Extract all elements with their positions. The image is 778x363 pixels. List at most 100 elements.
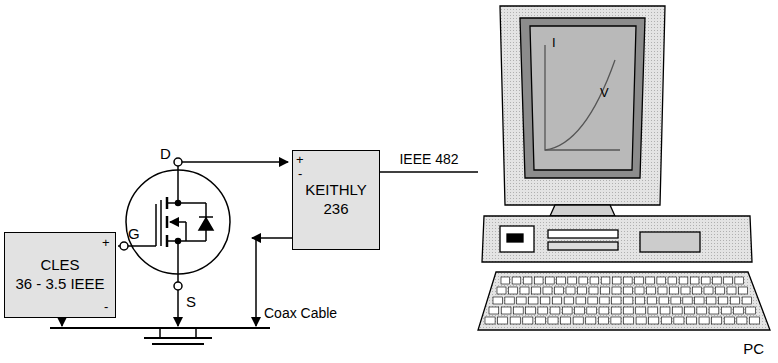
bus-cable	[380, 171, 478, 173]
terminal-label: D	[160, 146, 171, 161]
key	[735, 277, 744, 284]
key	[657, 277, 666, 284]
body-diode	[199, 216, 213, 218]
key	[546, 277, 555, 284]
key	[679, 277, 688, 284]
monitor-screen	[530, 26, 636, 170]
key	[686, 317, 696, 324]
body-link	[185, 222, 187, 241]
keyboard-keys	[485, 277, 760, 324]
source-lead	[177, 241, 179, 282]
key	[588, 297, 597, 304]
key	[737, 317, 747, 324]
gate-lead	[155, 204, 157, 246]
polarity-sign: +	[102, 236, 110, 249]
key	[713, 277, 722, 284]
key	[647, 287, 656, 294]
key	[674, 317, 684, 324]
node-text: CLES	[40, 256, 79, 275]
key	[599, 307, 609, 314]
node-text: 236	[323, 200, 348, 219]
plot-axes	[545, 45, 620, 150]
key	[578, 287, 587, 294]
key	[529, 297, 538, 304]
key	[660, 307, 670, 314]
computer: PC	[478, 4, 774, 332]
key	[746, 307, 756, 314]
keyboard	[478, 272, 770, 330]
key	[520, 287, 529, 294]
key	[730, 297, 739, 304]
node-text: 36 - 3.5 IEEE	[15, 275, 104, 294]
key	[697, 307, 707, 314]
key	[493, 297, 502, 304]
key	[635, 277, 644, 284]
body-arrow	[170, 221, 186, 223]
key	[690, 277, 699, 284]
key	[575, 307, 585, 314]
key	[635, 287, 644, 294]
key	[510, 317, 520, 324]
key	[523, 277, 532, 284]
key	[658, 287, 667, 294]
key	[624, 277, 633, 284]
key	[532, 287, 541, 294]
system-unit	[482, 216, 752, 262]
plot-curve	[545, 60, 615, 150]
key	[624, 307, 634, 314]
key	[636, 307, 646, 314]
polarity-sign: -	[104, 300, 108, 313]
key	[707, 297, 716, 304]
key	[704, 287, 713, 294]
power-supply-box: CLES36 - 3.5 IEEE	[4, 232, 116, 318]
key	[635, 297, 644, 304]
key	[701, 277, 710, 284]
key	[513, 307, 523, 314]
junction-dot	[176, 201, 181, 206]
key	[568, 277, 577, 284]
key	[709, 307, 719, 314]
key	[586, 317, 596, 324]
key	[501, 307, 511, 314]
key	[611, 307, 621, 314]
key	[624, 297, 633, 304]
source-wire	[177, 290, 179, 326]
body-diode	[199, 218, 213, 230]
key	[649, 317, 659, 324]
drain-wire	[182, 161, 288, 163]
key	[699, 317, 709, 324]
cable-label: Coax Cable	[264, 306, 337, 320]
key	[601, 277, 610, 284]
monitor-stand	[550, 205, 615, 216]
key	[579, 277, 588, 284]
gate-terminal	[120, 242, 128, 250]
key	[543, 287, 552, 294]
key	[587, 307, 597, 314]
key	[509, 287, 518, 294]
terminal-label: S	[186, 294, 196, 309]
key	[727, 287, 736, 294]
key	[598, 317, 608, 324]
panel	[640, 232, 700, 252]
monitor-case	[500, 6, 665, 205]
key	[739, 287, 748, 294]
key	[670, 287, 679, 294]
key	[562, 307, 572, 314]
bus-label: IEEE 482	[397, 152, 460, 166]
key	[624, 317, 634, 324]
key	[517, 297, 526, 304]
key	[589, 287, 598, 294]
ground-symbol	[152, 343, 204, 345]
ground-symbol	[144, 337, 212, 339]
key	[561, 317, 571, 324]
key	[601, 287, 610, 294]
instrument-box: KEITHLY236	[292, 150, 380, 250]
drain-lead	[177, 166, 179, 203]
key	[612, 277, 621, 284]
key	[636, 317, 646, 324]
key	[612, 287, 621, 294]
drive-bay	[500, 226, 534, 252]
key	[535, 317, 545, 324]
